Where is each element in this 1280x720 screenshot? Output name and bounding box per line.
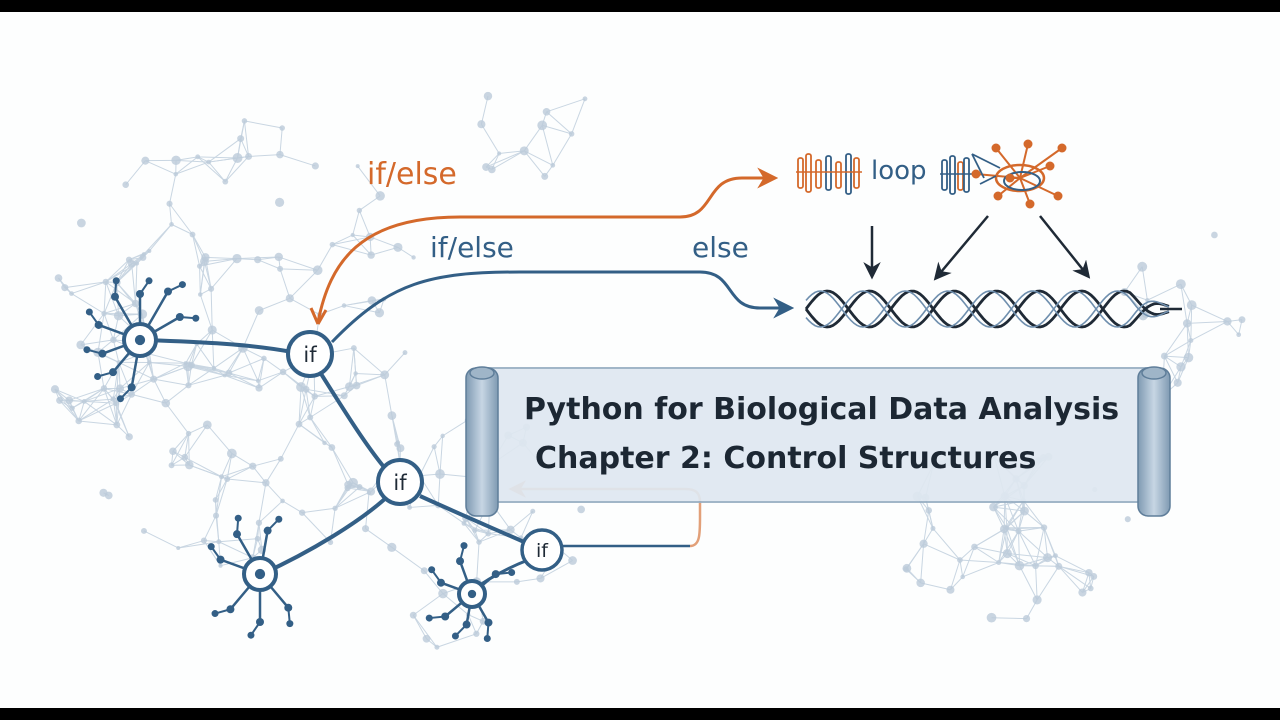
- neuron-cell-icon: [83, 277, 200, 403]
- dna-helix-icon: [804, 289, 1182, 329]
- banner-subtitle: Chapter 2: Control Structures: [535, 441, 1036, 476]
- blue-else-arrow: [330, 270, 795, 344]
- else-label: else: [692, 231, 749, 264]
- arrow-molecule-to-dna-left: [933, 215, 989, 281]
- diagram-svg: Python for Biological Data Analysis Chap…: [50, 91, 1246, 650]
- if-node-3-label: if: [536, 540, 549, 562]
- orange-ifelse-arrowhead: [309, 307, 328, 325]
- if-node-2-label: if: [393, 471, 407, 495]
- title-banner: Python for Biological Data Analysis Chap…: [465, 366, 1171, 517]
- banner-title: Python for Biological Data Analysis: [524, 392, 1119, 427]
- if-node-1: if: [286, 330, 334, 378]
- loop-label: loop: [871, 156, 927, 186]
- background-network: [50, 91, 1246, 650]
- if-node-2: if: [376, 458, 424, 506]
- molecule-icon: [971, 139, 1067, 209]
- arrow-molecule-to-dna-right: [1039, 215, 1091, 279]
- orange-ifelse-arrow: [316, 167, 779, 323]
- loop-glyph-icons: [796, 153, 972, 195]
- diagram-canvas: Python for Biological Data Analysis Chap…: [0, 12, 1280, 708]
- neuron-cell-icon: [207, 514, 294, 639]
- orange-ifelse-label: if/else: [367, 157, 457, 192]
- if-node-3: if: [520, 528, 564, 572]
- if-node-1-label: if: [303, 343, 317, 367]
- neuron-cell-icon: [425, 542, 516, 643]
- blue-ifelse-label: if/else: [430, 231, 514, 264]
- neuron-icons: [83, 277, 516, 643]
